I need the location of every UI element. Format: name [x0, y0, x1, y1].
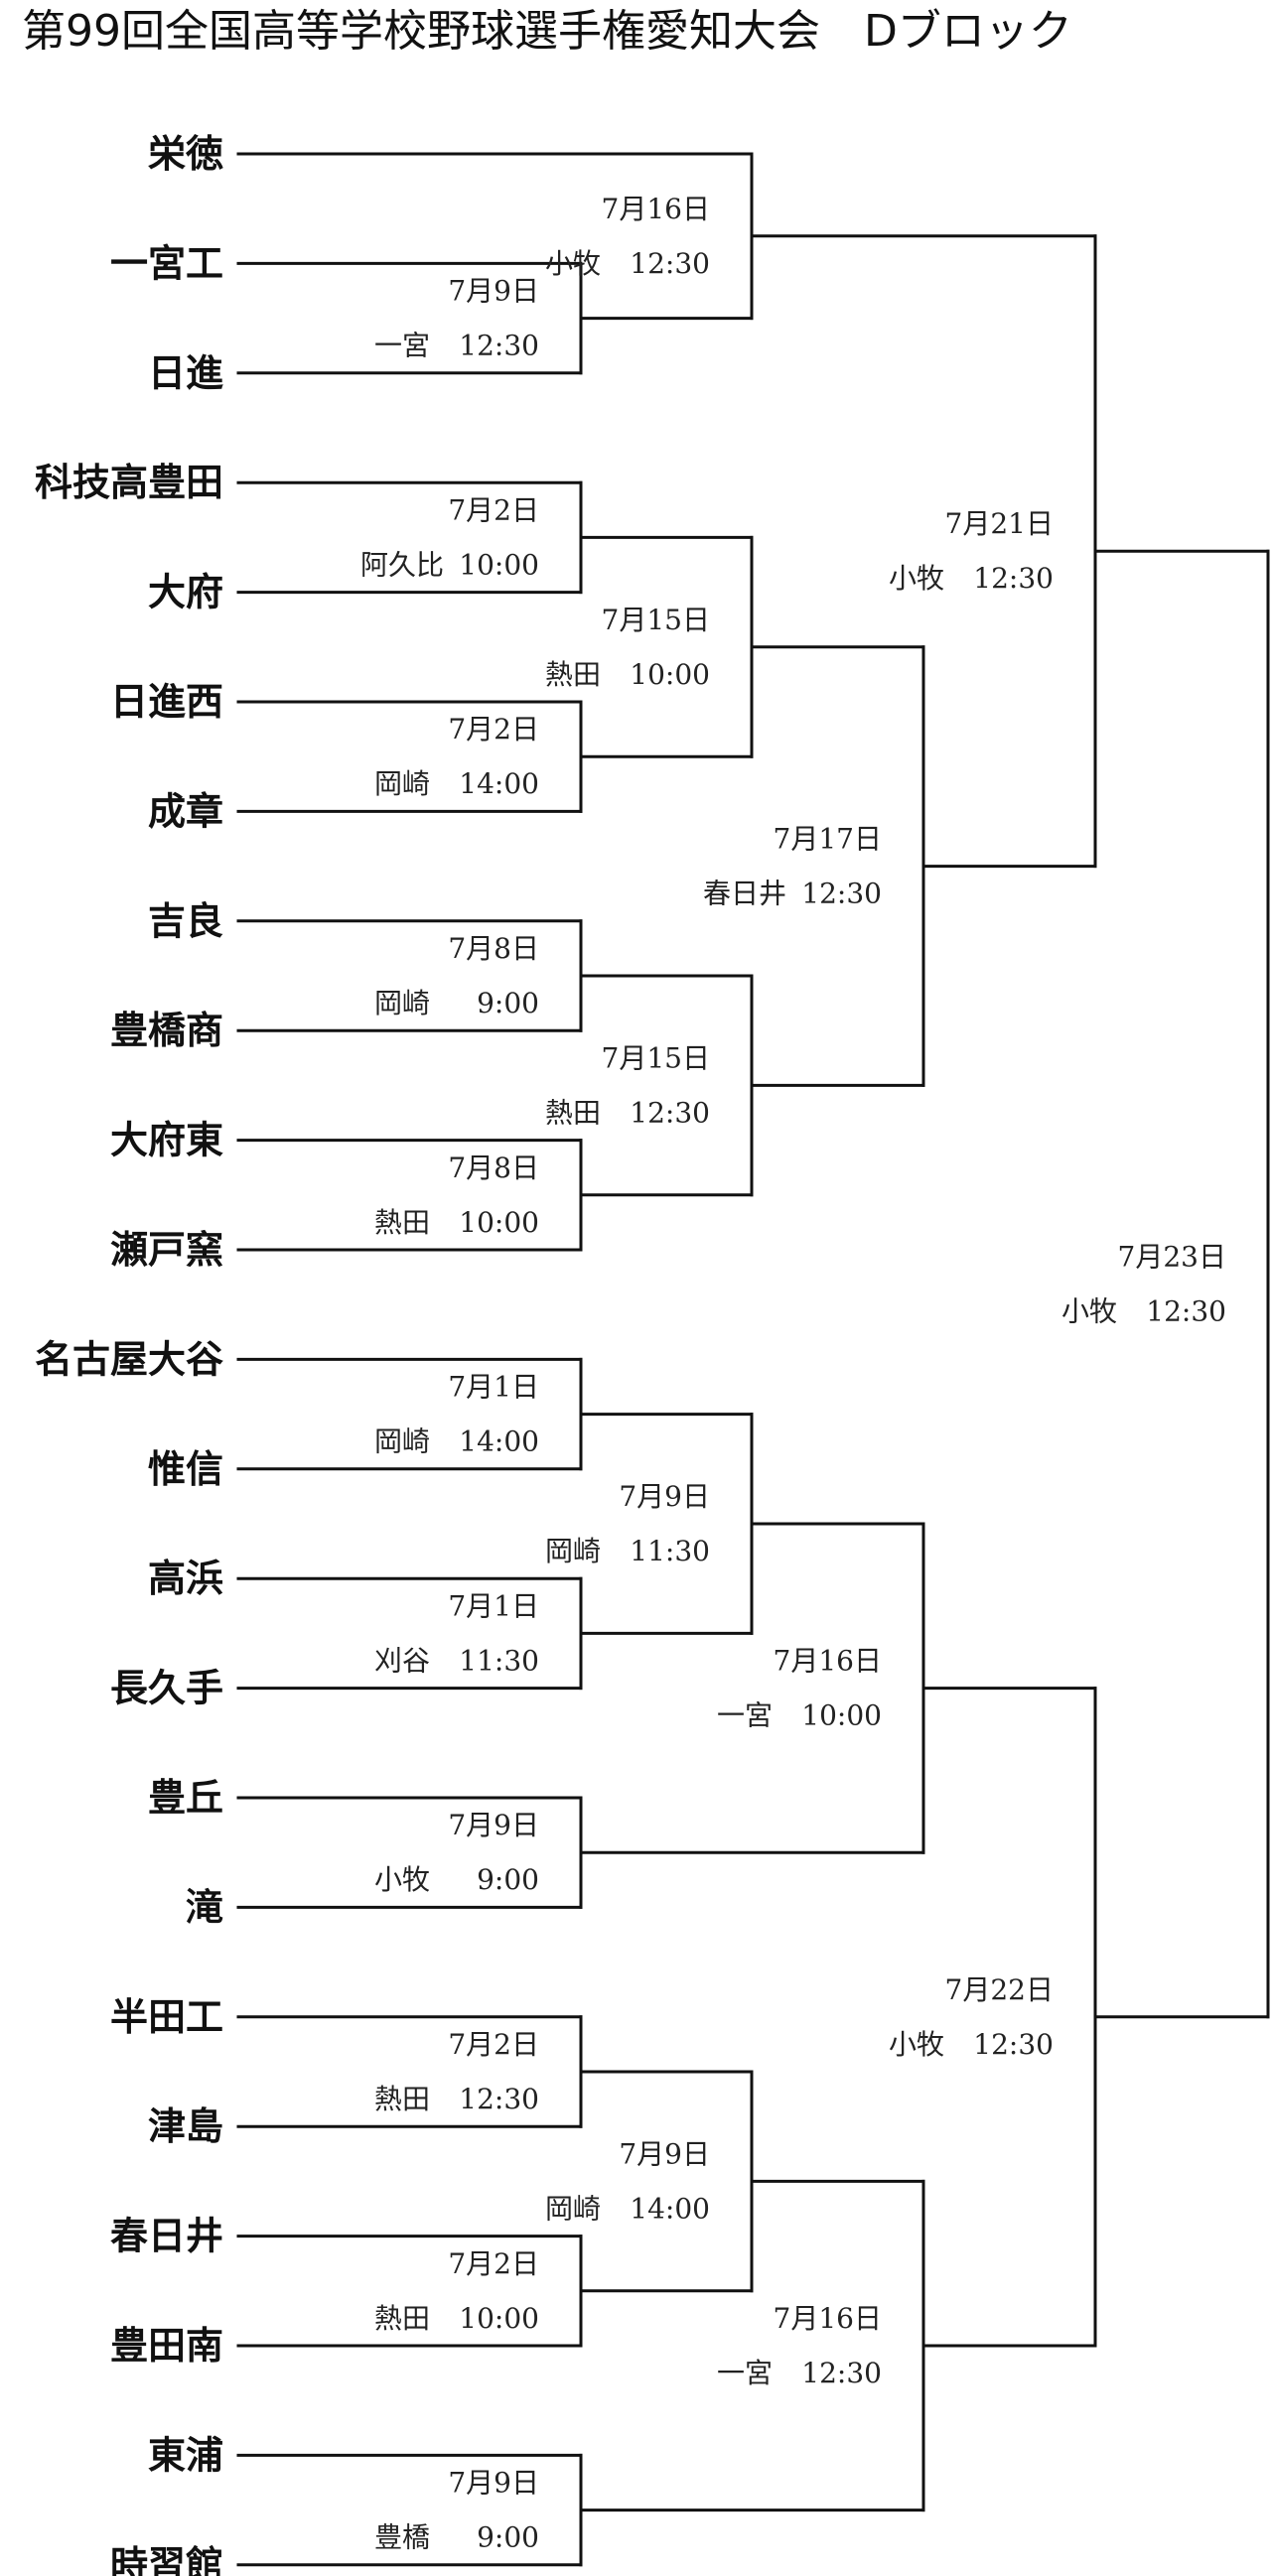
team-name: 高浜 — [148, 1557, 223, 1600]
match-time: 10:00 — [459, 548, 539, 581]
match-date: 7月2日 — [448, 2028, 539, 2061]
team-name: 滝 — [186, 1885, 223, 1929]
team-name: 惟信 — [148, 1447, 223, 1491]
match-time: 12:30 — [973, 2028, 1054, 2061]
match-venue: 小牧 — [545, 247, 601, 280]
match-time: 12:30 — [630, 1096, 710, 1129]
match-date: 7月21日 — [945, 507, 1054, 540]
match-venue: 熱田 — [374, 1206, 430, 1239]
match-venue: 一宮 — [717, 2357, 773, 2389]
match-date: 7月1日 — [448, 1589, 539, 1622]
match-time: 14:00 — [630, 2192, 710, 2225]
match-time: 14:00 — [459, 1425, 539, 1458]
match-time: 10:00 — [630, 658, 710, 691]
team-name: 豊田南 — [110, 2324, 223, 2368]
match-time: 9:00 — [477, 1863, 539, 1896]
match-time: 10:00 — [459, 2302, 539, 2335]
match-venue: 小牧 — [889, 562, 944, 595]
team-name: 半田工 — [110, 1995, 223, 2039]
match-time: 12:30 — [459, 2083, 539, 2115]
match-date: 7月8日 — [448, 1152, 539, 1184]
team-name: 長久手 — [110, 1667, 223, 1710]
match-time: 12:30 — [630, 247, 710, 280]
team-name: 科技高豊田 — [35, 461, 223, 504]
match-venue: 熱田 — [374, 2083, 430, 2115]
match-date: 7月9日 — [448, 275, 539, 308]
match-venue: 岡崎 — [374, 987, 430, 1019]
match-venue: 刈谷 — [374, 1644, 430, 1677]
match-date: 7月2日 — [448, 713, 539, 746]
match-date: 7月17日 — [774, 823, 882, 856]
team-name: 大府 — [148, 571, 223, 614]
team-name: 津島 — [148, 2104, 223, 2148]
match-date: 7月9日 — [448, 1809, 539, 1841]
match-date: 7月15日 — [602, 1041, 710, 1074]
match-date: 7月8日 — [448, 932, 539, 965]
team-name: 成章 — [148, 789, 223, 833]
match-venue: 一宮 — [374, 330, 430, 362]
match-venue: 小牧 — [1061, 1295, 1117, 1328]
match-venue: 阿久比 — [360, 548, 444, 581]
match-time: 12:30 — [459, 330, 539, 362]
match-date: 7月2日 — [448, 2247, 539, 2280]
team-name: 栄徳 — [148, 132, 223, 176]
match-date: 7月9日 — [619, 1480, 710, 1513]
match-venue: 岡崎 — [545, 1535, 601, 1567]
match-date: 7月16日 — [774, 1645, 882, 1678]
team-name: 時習館 — [110, 2543, 223, 2576]
match-time: 14:00 — [459, 767, 539, 800]
team-name: 東浦 — [148, 2433, 223, 2477]
team-name: 豊丘 — [148, 1776, 223, 1820]
match-time: 12:30 — [801, 2357, 882, 2389]
match-date: 7月15日 — [602, 604, 710, 636]
team-name: 名古屋大谷 — [35, 1337, 223, 1381]
match-venue: 小牧 — [374, 1863, 430, 1896]
match-venue: 一宮 — [717, 1699, 773, 1732]
match-date: 7月2日 — [448, 493, 539, 526]
match-date: 7月16日 — [602, 193, 710, 225]
match-time: 10:00 — [801, 1699, 882, 1732]
match-time: 12:30 — [801, 878, 882, 910]
match-venue: 岡崎 — [374, 1425, 430, 1458]
match-venue: 小牧 — [889, 2028, 944, 2061]
match-venue: 熱田 — [545, 1096, 601, 1129]
match-date: 7月22日 — [945, 1973, 1054, 2006]
match-venue: 岡崎 — [374, 767, 430, 800]
match-venue: 熱田 — [374, 2302, 430, 2335]
bracket-title: 第99回全国高等学校野球選手権愛知大会 Dブロック — [22, 6, 1072, 57]
match-time: 9:00 — [477, 2521, 539, 2554]
match-date: 7月1日 — [448, 1371, 539, 1404]
match-time: 10:00 — [459, 1206, 539, 1239]
match-time: 12:30 — [973, 562, 1054, 595]
team-name: 吉良 — [148, 899, 223, 943]
match-date: 7月9日 — [619, 2137, 710, 2170]
team-name: 一宮工 — [110, 241, 223, 285]
match-venue: 春日井 — [703, 878, 786, 910]
team-name: 豊橋商 — [110, 1009, 223, 1052]
match-venue: 豊橋 — [374, 2521, 430, 2554]
team-name: 日進西 — [110, 680, 223, 724]
match-time: 11:30 — [630, 1535, 710, 1567]
match-time: 12:30 — [1146, 1295, 1226, 1328]
match-time: 9:00 — [477, 987, 539, 1019]
match-date: 7月16日 — [774, 2302, 882, 2335]
team-name: 大府東 — [110, 1119, 223, 1162]
team-name: 春日井 — [110, 2215, 223, 2258]
team-name: 瀬戸窯 — [110, 1228, 223, 1272]
match-venue: 熱田 — [545, 658, 601, 691]
match-date: 7月9日 — [448, 2467, 539, 2500]
team-name: 日進 — [148, 351, 223, 395]
match-time: 11:30 — [459, 1644, 539, 1677]
match-venue: 岡崎 — [545, 2192, 601, 2225]
match-date: 7月23日 — [1118, 1241, 1226, 1274]
